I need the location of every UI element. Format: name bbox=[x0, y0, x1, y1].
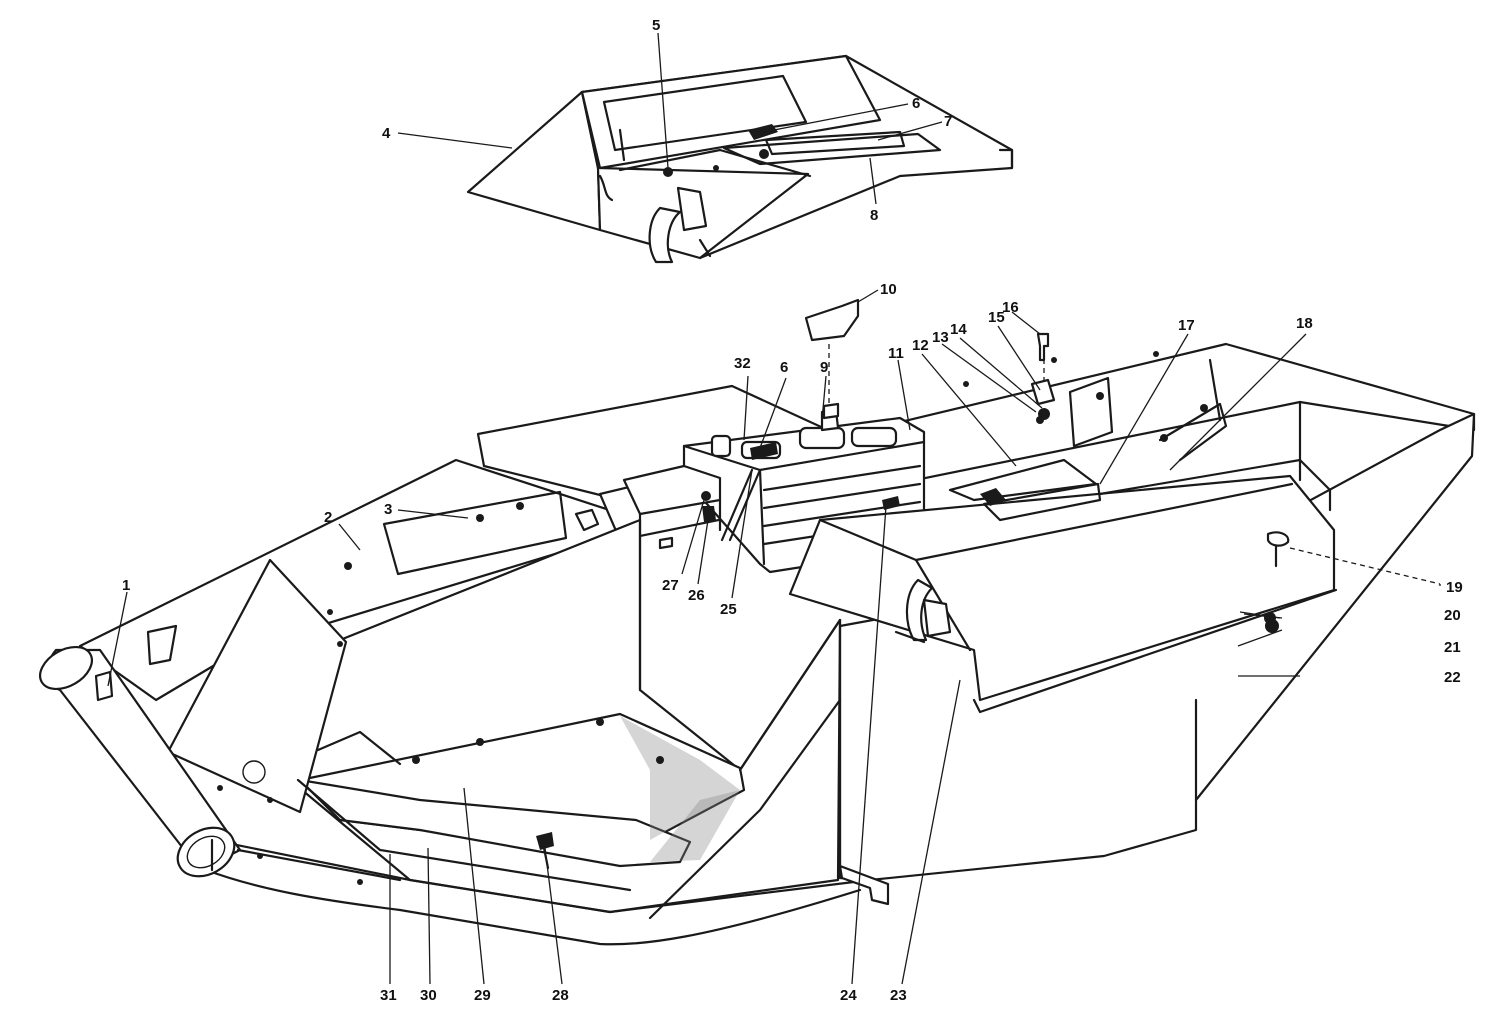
callout-labels: 1 2 3 4 5 6 7 8 9 10 11 12 13 14 15 16 1… bbox=[122, 17, 1463, 1004]
callout-20: 20 bbox=[1444, 607, 1461, 624]
callout-11: 11 bbox=[888, 345, 904, 362]
callout-16: 16 bbox=[1002, 299, 1019, 316]
callout-29: 29 bbox=[474, 987, 491, 1004]
shading bbox=[620, 716, 740, 862]
callout-15: 15 bbox=[988, 309, 1005, 326]
body-frame bbox=[39, 342, 1476, 946]
small-parts bbox=[94, 298, 1290, 885]
callout-26: 26 bbox=[688, 587, 705, 604]
callout-3: 3 bbox=[384, 501, 392, 518]
callout-32: 32 bbox=[734, 355, 751, 372]
callout-31: 31 bbox=[380, 987, 397, 1004]
leader-lines bbox=[107, 32, 1441, 985]
callout-23: 23 bbox=[890, 987, 907, 1004]
callout-12: 12 bbox=[912, 337, 929, 354]
callout-30: 30 bbox=[420, 987, 437, 1004]
callout-25: 25 bbox=[720, 601, 737, 618]
callout-22: 22 bbox=[1444, 669, 1461, 686]
callout-24: 24 bbox=[840, 987, 857, 1004]
callout-6-engine: 6 bbox=[780, 359, 788, 376]
callout-17: 17 bbox=[1178, 317, 1195, 334]
callout-2: 2 bbox=[324, 509, 332, 526]
callout-10: 10 bbox=[880, 281, 897, 298]
callout-27: 27 bbox=[662, 577, 679, 594]
callout-8: 8 bbox=[870, 207, 878, 224]
callout-18: 18 bbox=[1296, 315, 1313, 332]
callout-28: 28 bbox=[552, 987, 569, 1004]
callout-6-hood: 6 bbox=[912, 95, 920, 112]
callout-13: 13 bbox=[932, 329, 949, 346]
hood-console-panel bbox=[466, 54, 1014, 264]
callout-19: 19 bbox=[1446, 579, 1463, 596]
callout-1: 1 bbox=[122, 577, 130, 594]
callout-4: 4 bbox=[382, 125, 391, 142]
callout-21: 21 bbox=[1444, 639, 1461, 656]
callout-7: 7 bbox=[944, 113, 952, 130]
callout-14: 14 bbox=[950, 321, 967, 338]
callout-9: 9 bbox=[820, 359, 828, 376]
callout-5: 5 bbox=[652, 17, 660, 34]
